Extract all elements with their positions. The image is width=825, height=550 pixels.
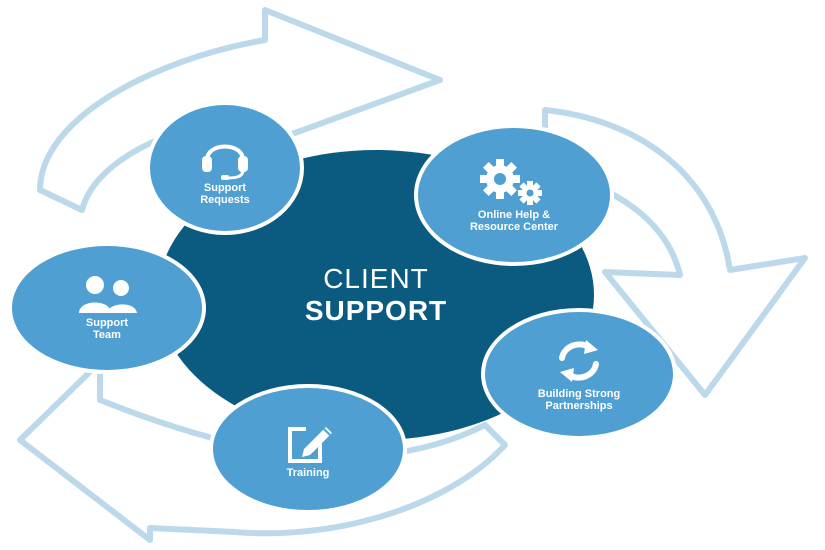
node-label: Support Requests [200,182,250,206]
node-support-team[interactable]: Support Team [12,246,202,370]
hub-title-line1: CLIENT [323,263,429,294]
node-label: Online Help & Resource Center [469,209,559,233]
node-label: Support Team [85,317,129,341]
refresh-arrows-icon [559,340,599,382]
cycle-arrow-right [542,107,808,398]
node-partnerships[interactable]: Building Strong Partnerships [485,312,673,436]
headset-icon [202,144,248,180]
node-label: Building Strong Partnerships [537,388,621,412]
edit-document-icon [288,427,332,463]
users-icon [79,276,137,313]
gears-icon [480,159,542,205]
node-training[interactable]: Training [213,388,403,510]
node-support-requests[interactable]: Support Requests [150,105,300,231]
node-label: Training [286,467,330,479]
hub-title-line2: SUPPORT [304,295,448,326]
node-online-help[interactable]: Online Help & Resource Center [418,128,610,262]
